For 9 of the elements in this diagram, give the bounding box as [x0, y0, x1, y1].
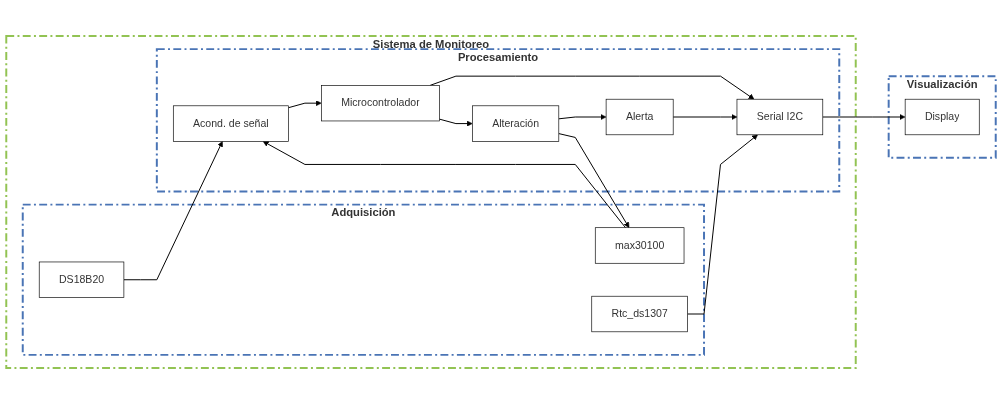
node-box: Alteración [472, 105, 560, 142]
node-box: Alerta [605, 98, 674, 136]
node-box: Acond. de señal [172, 105, 289, 142]
node-box: max30100 [594, 227, 685, 264]
node-box: Rtc_ds1307 [591, 295, 688, 333]
node-box: Microcontrolador [321, 85, 440, 122]
node-box: Display [904, 98, 980, 136]
node-box: Serial I2C [736, 98, 824, 136]
node-box: DS18B20 [38, 261, 125, 298]
